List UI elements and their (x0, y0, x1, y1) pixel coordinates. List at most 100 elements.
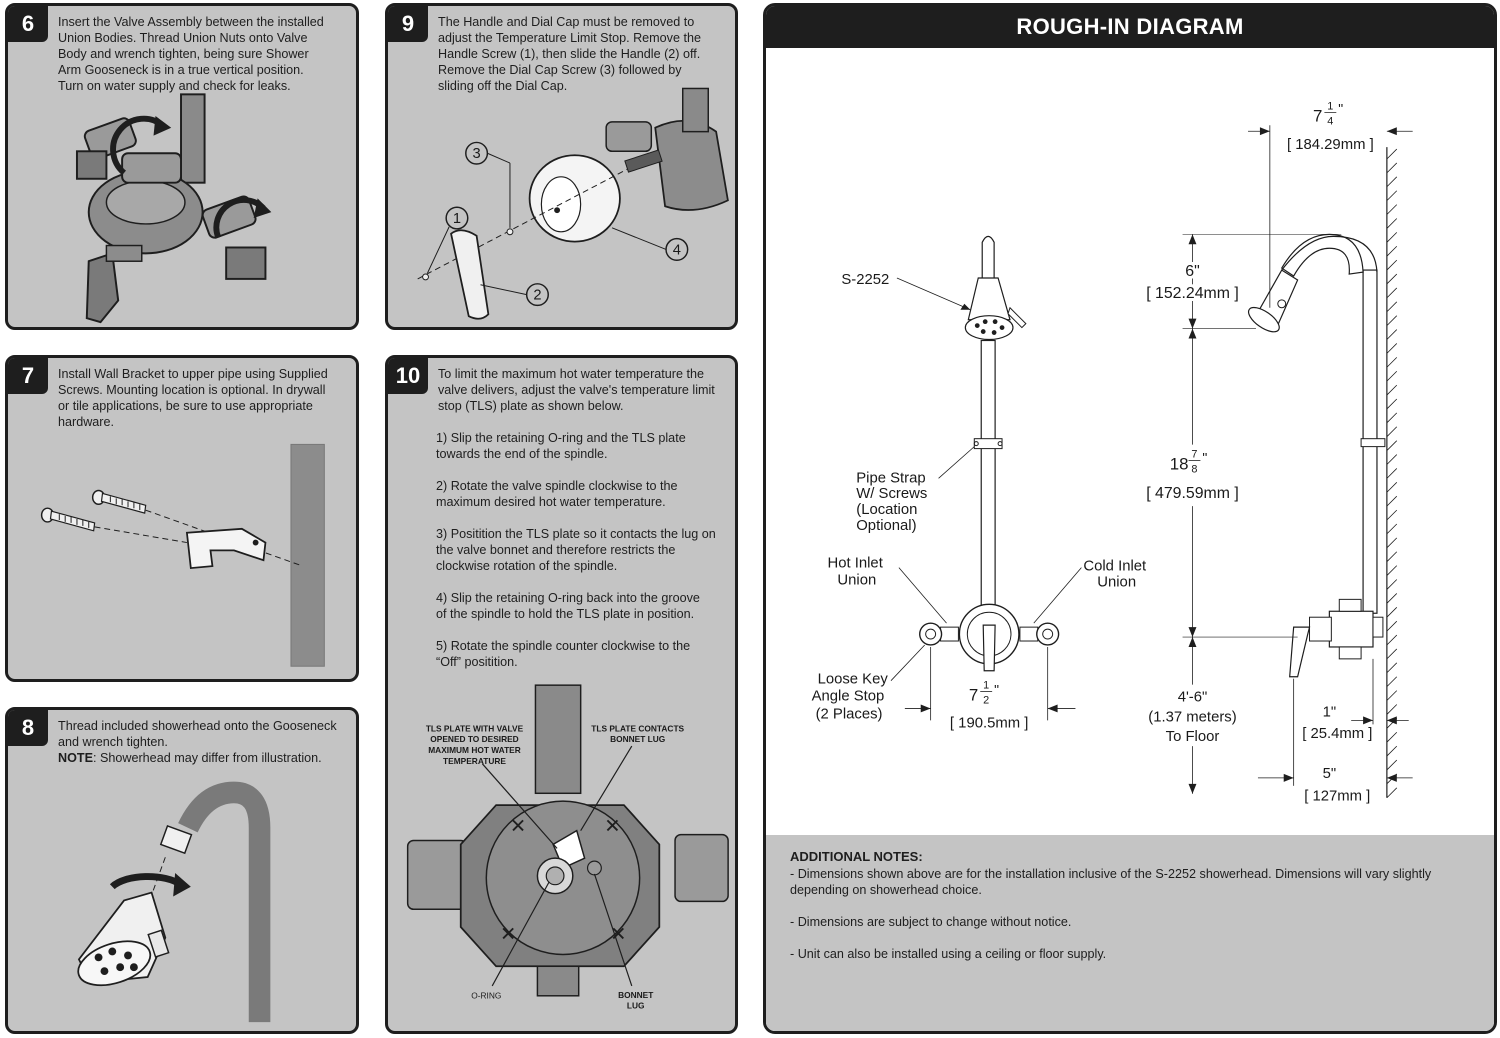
valve-assembly-illustration (75, 93, 272, 324)
note-item: - Unit can also be installed using a cei… (790, 947, 1107, 961)
rough-in-panel: ROUGH-IN DIAGRAM (763, 3, 1497, 1034)
list-item: 1) Slip the retaining O-ring and the TLS… (436, 431, 686, 461)
rise-fraction-num: 7 (1191, 449, 1197, 461)
wall-hatch-line (1386, 412, 1398, 424)
depth-mm: [ 25.4mm ] (1302, 726, 1372, 742)
wall-hatch-line (1386, 329, 1398, 340)
wall-hatch-line (1386, 287, 1398, 299)
step-instructions: The Handle and Dial Cap must be removed … (438, 15, 701, 93)
rise-mm: [ 479.59mm ] (1146, 485, 1239, 502)
note-label: NOTE (58, 751, 93, 765)
step-instructions: To limit the maximum hot water temperatu… (438, 367, 715, 413)
additional-notes: ADDITIONAL NOTES: - Dimensions shown abo… (766, 835, 1494, 1031)
wall-hatch-line (1386, 482, 1398, 493)
wall-hatch-line (1386, 648, 1398, 660)
step-text: Thread included showerhead onto the Goos… (58, 719, 337, 749)
tls-open-label: TLS PLATE WITH VALVE (426, 723, 524, 733)
rise-fraction-den: 8 (1191, 463, 1197, 475)
wall-hatch-line (1386, 148, 1398, 160)
cold-inlet-label: Cold Inlet (1083, 559, 1147, 575)
wall-hatch-line (1386, 662, 1398, 674)
tls-open-label: MAXIMUM HOT WATER (428, 745, 521, 755)
tls-contacts-label: BONNET LUG (610, 734, 665, 744)
wall-hatch-line (1386, 565, 1398, 576)
wall-hatch-line (1386, 731, 1398, 743)
wall-hatch-line (1386, 509, 1398, 521)
callout-3: 3 (465, 141, 511, 228)
wall-hatch-line (1386, 426, 1398, 437)
bonnet-lug-label: LUG (627, 1001, 645, 1011)
projection-dimension: 5" (1323, 766, 1337, 782)
showerhead-illustration (77, 781, 271, 1023)
wall-hatch-line (1386, 259, 1398, 271)
wall-hatch-line (1386, 745, 1398, 757)
list-item: 3) Positition the TLS plate so it contac… (436, 527, 716, 573)
list-item: 4) Slip the retaining O-ring back into t… (436, 591, 700, 621)
tls-plate-illustration: ✕ ✕ ✕ ✕ TLS PLATE WITH VALVE OPENED TO D… (406, 684, 729, 1011)
callout-label: 4 (673, 242, 681, 258)
svg-text:✕: ✕ (510, 816, 526, 838)
callout-4: 4 (611, 227, 689, 261)
side-view: 7 1 4 " [ 184.29mm ] 6" [ 152.24mm ] 18 … (1134, 100, 1413, 805)
screw-icon (40, 507, 96, 532)
wall-hatch-line (1386, 384, 1398, 396)
pipe-strap-label: Optional) (856, 518, 916, 534)
wall-hatch-line (1386, 634, 1398, 646)
step-10-panel: 10 To limit the maximum hot water temper… (385, 355, 738, 1034)
rise-dimension: 18 (1170, 454, 1189, 473)
wall-hatch-line (1386, 440, 1398, 451)
wall-bracket-illustration (40, 443, 325, 667)
tls-open-label: TEMPERATURE (443, 756, 506, 766)
screw-icon (91, 489, 147, 514)
width-mm: [ 190.5mm ] (950, 715, 1028, 731)
callout-2: 2 (480, 283, 549, 307)
wall-hatch-line (1386, 162, 1398, 174)
wall-hatch-line (1386, 343, 1398, 354)
step-number: 8 (8, 710, 48, 746)
wall-hatch-line (1386, 190, 1398, 201)
drop-mm: [ 152.24mm ] (1146, 285, 1239, 302)
step-7-panel: 7 Install Wall Bracket to upper pipe usi… (5, 355, 359, 682)
wall-hatch-line (1386, 176, 1398, 188)
step-number: 10 (388, 358, 428, 394)
step-6-panel: 6 Insert the Valve Assembly between the … (5, 3, 359, 330)
notes-heading: ADDITIONAL NOTES: (790, 849, 923, 864)
width-fraction-den: 2 (983, 695, 989, 707)
step-8-panel: 8 Thread included showerhead onto the Go… (5, 707, 359, 1034)
note-item: - Dimensions shown above are for the ins… (790, 867, 1432, 897)
wall-hatch-line (1386, 218, 1398, 229)
wall-hatch-line (1386, 495, 1398, 507)
wall-hatch-line (1386, 690, 1398, 701)
width-dimension: 7 (969, 686, 978, 705)
wall-hatch-line (1386, 676, 1398, 687)
angle-stop-label: Loose Key (818, 672, 889, 688)
svg-text:✕: ✕ (610, 924, 626, 946)
top-mm: [ 184.29mm ] (1287, 137, 1374, 153)
list-item: 2) Rotate the valve spindle clockwise to… (436, 479, 678, 509)
callout-label: 3 (472, 146, 480, 162)
handle-removal-illustration: 1 2 3 4 (417, 87, 729, 320)
wall-hatch-line (1386, 454, 1398, 465)
pipe-strap-label: Pipe Strap (856, 470, 925, 486)
tls-steps-list: 1) Slip the retaining O-ring and the TLS… (436, 430, 721, 686)
wall-hatch-line (1386, 315, 1398, 326)
note-item: - Dimensions are subject to change witho… (790, 915, 1072, 929)
wall-hatch-line (1386, 704, 1398, 715)
rough-in-drawing: 7 1 2 " [ 190.5mm ] S-2252 Pipe Strap W/… (812, 100, 1413, 805)
wall-hatch-line (1386, 357, 1398, 368)
wall-hatch-line (1386, 273, 1398, 285)
top-fraction-num: 1 (1327, 100, 1333, 112)
width-fraction-num: 1 (983, 680, 989, 692)
callout-label: 2 (533, 288, 541, 304)
tls-open-label: OPENED TO DESIRED (430, 734, 518, 744)
wall-hatch-line (1386, 759, 1398, 771)
callout-label: 1 (453, 211, 461, 227)
projection-mm: [ 127mm ] (1304, 789, 1370, 805)
step-number: 7 (8, 358, 48, 394)
floor-dimension: 4'-6" (1178, 690, 1208, 706)
wall-hatch-line (1386, 620, 1398, 632)
front-view: 7 1 2 " [ 190.5mm ] S-2252 Pipe Strap W/… (812, 235, 1147, 731)
top-fraction-den: 4 (1327, 115, 1333, 127)
callout-1: 1 (427, 206, 469, 274)
list-item: 5) Rotate the spindle counter clockwise … (436, 639, 691, 669)
